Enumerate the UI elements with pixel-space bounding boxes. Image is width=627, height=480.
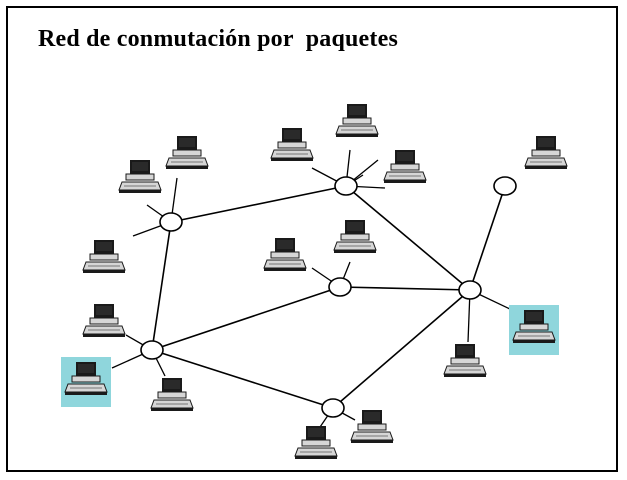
router-node [493, 176, 517, 196]
computer-icon [294, 426, 338, 459]
link-line [332, 289, 471, 409]
router-node [334, 176, 358, 196]
computer-icon [333, 220, 377, 253]
computer-icon [263, 238, 307, 271]
keyboard-base [264, 268, 306, 271]
system-unit [340, 233, 370, 241]
keyboard-base [525, 166, 567, 169]
link-line [339, 286, 471, 291]
system-unit [519, 323, 549, 331]
computer-icon [335, 104, 379, 137]
screen [284, 130, 300, 139]
screen [179, 138, 195, 147]
computer-icon [82, 240, 126, 273]
computer-icon [61, 357, 111, 407]
link-line [345, 185, 471, 291]
computer-icon [150, 378, 194, 411]
screen [164, 380, 180, 389]
system-unit [390, 163, 420, 171]
system-unit [89, 253, 119, 261]
link-line [151, 221, 172, 351]
router-node [321, 398, 345, 418]
computer-icon [165, 136, 209, 169]
keyboard-base [83, 334, 125, 337]
diagram-title: Red de conmutación por paquetes [38, 26, 398, 52]
computer-icon [509, 305, 559, 355]
keyboard-base [336, 134, 378, 137]
switching-nodes [140, 176, 517, 418]
link-line [151, 349, 334, 409]
computer-icon [270, 128, 314, 161]
router-node [458, 280, 482, 300]
keyboard-base [444, 374, 486, 377]
router-node [159, 212, 183, 232]
system-unit [89, 317, 119, 325]
link-line [170, 185, 347, 223]
screen [96, 242, 112, 251]
computer-icon [82, 304, 126, 337]
screen [364, 412, 380, 421]
screen [132, 162, 148, 171]
computer-icon [350, 410, 394, 443]
screen [349, 106, 365, 115]
system-unit [172, 149, 202, 157]
screen [526, 312, 542, 321]
keyboard-base [334, 250, 376, 253]
screen [538, 138, 554, 147]
system-unit [301, 439, 331, 447]
keyboard-base [166, 166, 208, 169]
keyboard-base [151, 408, 193, 411]
system-unit [277, 141, 307, 149]
keyboard-base [351, 440, 393, 443]
screen [457, 346, 473, 355]
system-unit [71, 375, 101, 383]
screen [78, 364, 94, 373]
keyboard-base [65, 392, 107, 395]
link-line [469, 185, 506, 291]
screen [96, 306, 112, 315]
screen [397, 152, 413, 161]
computer-icon [524, 136, 568, 169]
computer-icon [118, 160, 162, 193]
system-unit [531, 149, 561, 157]
network-links [111, 149, 513, 431]
router-node [328, 277, 352, 297]
keyboard-base [83, 270, 125, 273]
system-unit [270, 251, 300, 259]
keyboard-base [119, 190, 161, 193]
screen [347, 222, 363, 231]
system-unit [357, 423, 387, 431]
computer-icon [383, 150, 427, 183]
computer-icon [443, 344, 487, 377]
keyboard-base [384, 180, 426, 183]
screen [308, 428, 324, 437]
system-unit [125, 173, 155, 181]
keyboard-base [271, 158, 313, 161]
system-unit [450, 357, 480, 365]
link-line [151, 286, 341, 351]
keyboard-base [513, 340, 555, 343]
screen [277, 240, 293, 249]
system-unit [157, 391, 187, 399]
keyboard-base [295, 456, 337, 459]
system-unit [342, 117, 372, 125]
router-node [140, 340, 164, 360]
